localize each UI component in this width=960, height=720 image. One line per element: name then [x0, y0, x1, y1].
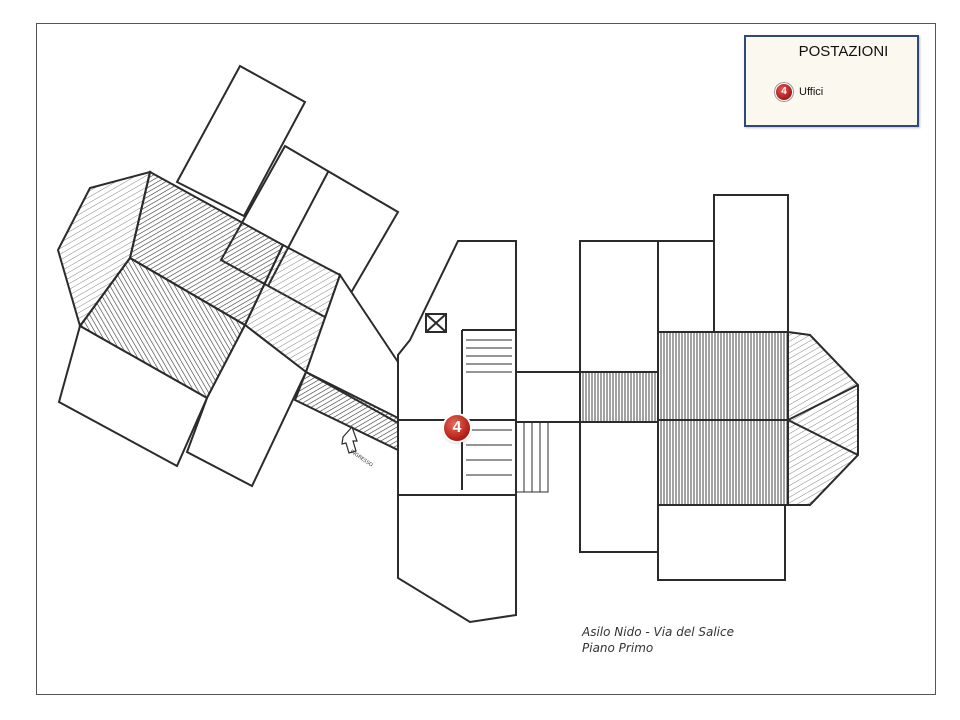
legend-title: POSTAZIONI — [798, 43, 889, 60]
right-wing-room-top-2 — [657, 240, 715, 333]
right-wing-roof-upper — [657, 331, 789, 421]
east-connector — [515, 371, 581, 423]
right-wing-corridor — [579, 371, 659, 423]
right-wing-room-bottom-2 — [657, 504, 786, 581]
stairs-east — [515, 421, 549, 493]
right-wing-hip-roof — [787, 330, 859, 506]
elevator-shaft — [425, 313, 447, 333]
left-wing-hip-roof — [56, 170, 152, 329]
left-wing-room-bottom-left — [57, 324, 209, 468]
central-block — [397, 240, 549, 624]
right-wing — [579, 194, 859, 581]
right-wing-roof-lower — [657, 419, 789, 506]
legend-item[interactable]: 4 Uffici — [776, 84, 823, 100]
left-wing-room-top — [175, 64, 307, 218]
legend-marker-icon: 4 — [776, 84, 792, 100]
map-frame — [36, 23, 936, 695]
entrance-label: INGRESSO — [349, 449, 374, 469]
entrance-arrow-icon — [341, 425, 358, 454]
legend-box: POSTAZIONI 4 Uffici — [744, 35, 919, 127]
left-wing-room-bottom-right — [185, 323, 308, 488]
plan-caption-title: Asilo Nido - Via del Salice — [582, 625, 734, 639]
left-wing — [56, 64, 400, 488]
right-wing-room-top-3 — [713, 194, 789, 333]
stairs-central — [466, 339, 512, 476]
right-wing-room-bottom-1 — [579, 421, 659, 553]
plan-caption-floor: Piano Primo — [582, 641, 654, 655]
location-marker-uffici[interactable]: 4 — [444, 415, 470, 441]
legend-item-label: Uffici — [799, 86, 824, 98]
right-wing-room-top-1 — [579, 240, 659, 373]
